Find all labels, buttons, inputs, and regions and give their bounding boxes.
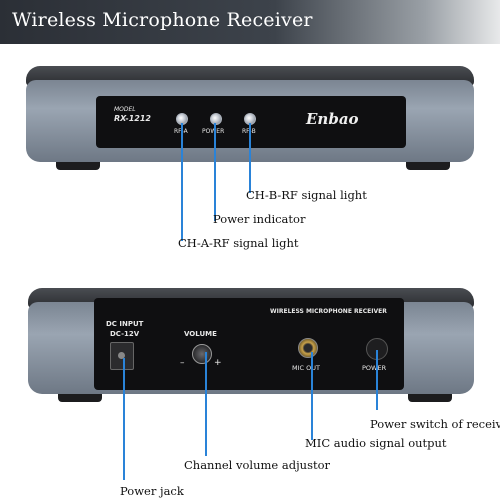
volume-knob[interactable] <box>192 344 212 364</box>
device-foot-left <box>58 394 102 402</box>
callout-line-mic-output <box>311 352 313 440</box>
annotation-power-jack: Power jack <box>120 484 184 498</box>
device-foot-right <box>406 162 450 170</box>
callout-line-power-jack <box>123 358 125 480</box>
mic-out-label: MIC OUT <box>292 364 320 372</box>
back-panel: DC INPUT DC-12V VOLUME – + WIRELESS MICR… <box>94 298 404 390</box>
back-panel-title: WIRELESS MICROPHONE RECEIVER <box>270 308 387 315</box>
rf-b-label: RF-B <box>242 128 256 135</box>
mic-out-jack[interactable] <box>298 338 318 358</box>
annotation-ch-b-rf: CH-B-RF signal light <box>246 188 367 202</box>
dc-input-label: DC INPUT <box>106 320 144 328</box>
power-led <box>210 113 222 125</box>
annotation-ch-a-rf: CH-A-RF signal light <box>178 236 299 250</box>
model-number: RX-1212 <box>114 114 151 123</box>
callout-line-power-switch <box>376 350 378 410</box>
volume-minus: – <box>180 358 185 368</box>
front-panel: MODEL RX-1212 RF-A POWER RF-B Enbao <box>96 96 406 148</box>
power-switch-label: POWER <box>362 364 387 372</box>
annotation-volume-adjustor: Channel volume adjustor <box>184 458 331 472</box>
annotation-mic-output: MIC audio signal output <box>305 436 447 450</box>
model-label: MODEL <box>114 106 136 113</box>
annotation-power-switch: Power switch of receiver <box>370 417 500 431</box>
volume-plus: + <box>214 358 222 368</box>
receiver-back: DC INPUT DC-12V VOLUME – + WIRELESS MICR… <box>28 288 474 402</box>
rf-a-label: RF-A <box>174 128 188 135</box>
callout-line-power <box>214 123 216 221</box>
annotation-power-indicator: Power indicator <box>213 212 306 226</box>
callout-line-volume <box>205 352 207 456</box>
callout-line-rf-a <box>181 123 183 241</box>
callout-line-rf-b <box>249 123 251 193</box>
header-bar: Wireless Microphone Receiver <box>0 0 500 44</box>
brand-logo: Enbao <box>306 110 359 128</box>
power-led-label: POWER <box>202 128 224 135</box>
receiver-front: MODEL RX-1212 RF-A POWER RF-B Enbao <box>26 66 474 170</box>
dc-voltage-label: DC-12V <box>110 330 140 338</box>
page-title: Wireless Microphone Receiver <box>12 9 313 31</box>
dc-power-jack[interactable] <box>110 342 134 370</box>
device-foot-right <box>408 394 452 402</box>
device-foot-left <box>56 162 100 170</box>
jack-pin <box>118 352 125 359</box>
volume-label: VOLUME <box>184 330 217 338</box>
